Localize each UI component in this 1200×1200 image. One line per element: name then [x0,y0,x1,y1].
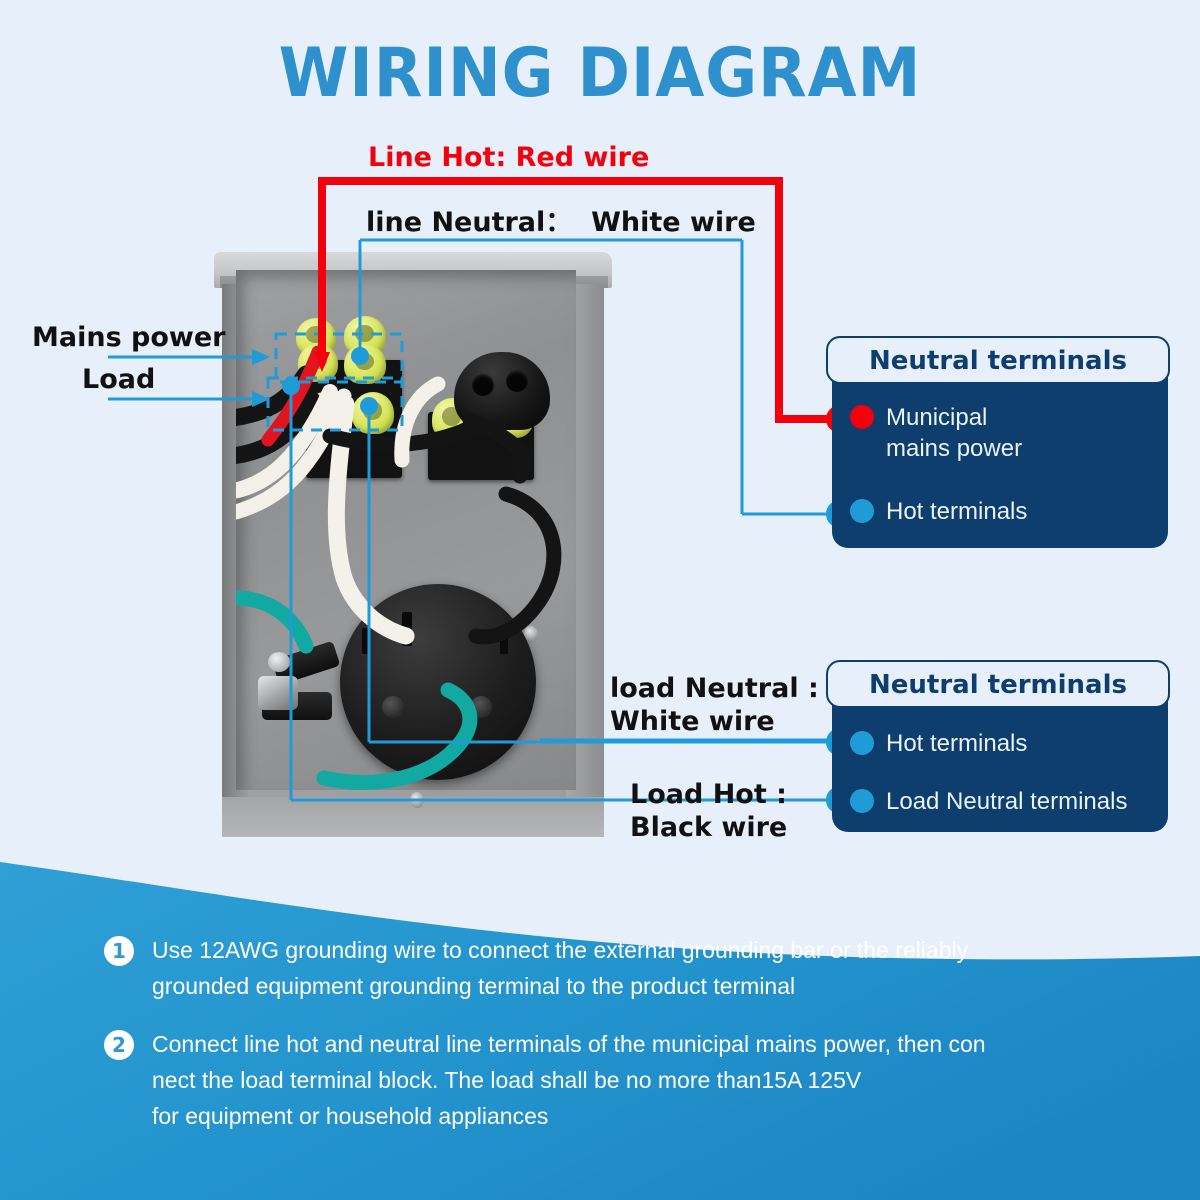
callout-item-text: Hot terminals [886,730,1028,757]
mains-power-label: Mains power [32,322,226,353]
load-neutral-label: load Neutral : White wire [610,673,819,737]
callout-header-text: Neutral terminals [869,346,1127,376]
receptacle-screw [382,696,404,718]
callout-neutral-terminals-bottom: Neutral terminals Hot terminals Load Neu… [826,660,1174,832]
receptacle-slot [500,628,508,654]
bullet-dot-blue [850,731,874,755]
callout-item-text: Municipal mains power [886,404,1023,462]
line-hot-label: Line Hot: Red wire [368,142,650,173]
step-text: Use 12AWG grounding wire to connect the … [152,937,969,999]
callout-header: Neutral terminals [826,336,1170,384]
load-label: Load [82,364,156,395]
step-number: 1 [104,936,134,966]
step-number: 2 [104,1030,134,1060]
callout-header-text: Neutral terminals [869,670,1127,700]
callout-neutral-terminals-top: Neutral terminals Municipal mains power … [826,336,1174,554]
callout-item-text: Hot terminals [886,498,1028,525]
instruction-item: 1 Use 12AWG grounding wire to connect th… [104,932,1174,1004]
enclosure-photo [214,252,612,837]
receptacle-slot [362,628,370,654]
line-neutral-label: line Neutral： White wire [366,207,756,238]
callout-item: Load Neutral terminals [850,786,1168,817]
bullet-dot-blue [850,789,874,813]
callout-item: Hot terminals [850,728,1160,759]
instruction-list: 1 Use 12AWG grounding wire to connect th… [104,932,1174,1156]
bullet-dot-blue [850,499,874,523]
connector-hole [506,370,528,392]
load-highlight-box [266,376,404,432]
callout-header: Neutral terminals [826,660,1170,708]
mains-highlight-box [274,332,404,384]
bullet-dot-red [850,405,874,429]
callout-item: Municipal mains power [850,402,1156,464]
callout-body [832,362,1168,548]
bottom-wave-band [0,862,1200,1200]
step-text: Connect line hot and neutral line termin… [152,1031,986,1129]
load-hot-label: Load Hot : Black wire [630,779,788,843]
callout-item: Hot terminals [850,496,1156,527]
callout-item-text: Load Neutral terminals [886,788,1128,815]
connector-hole [472,374,494,396]
ground-screw [268,652,290,672]
callout-body [832,686,1168,832]
page-title: WIRING DIAGRAM [278,34,922,113]
instruction-item: 2 Connect line hot and neutral line term… [104,1026,1174,1134]
screw-hole [524,626,538,642]
